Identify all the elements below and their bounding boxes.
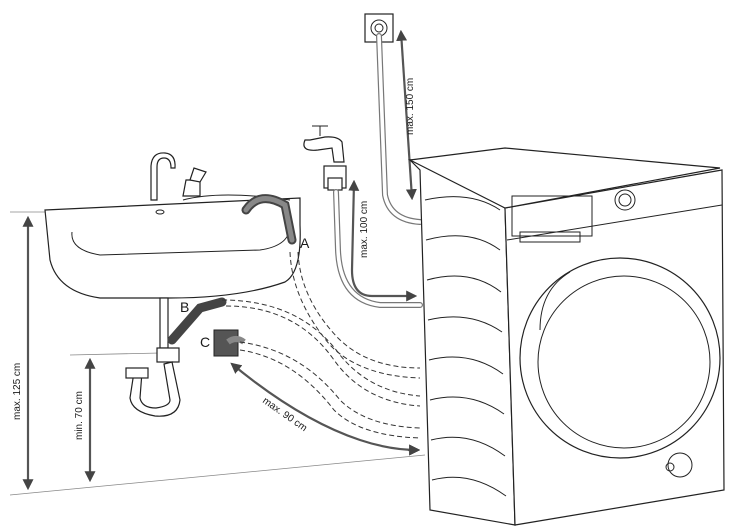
floor-guides [9,211,426,496]
washing-machine-icon [407,147,725,526]
wall-drain-icon [213,329,246,357]
label-max-90: max. 90 cm [260,395,309,434]
point-a-label: A [300,235,310,251]
drain-hose-a [241,194,297,245]
label-max-100: max. 100 cm [359,201,370,258]
tap-icon [303,125,347,191]
sink-icon [44,152,301,417]
arrow-max-150 [396,29,417,201]
label-min-70: min. 70 cm [74,391,85,440]
drain-hose-b [167,297,227,345]
arrow-max-90 [230,362,421,456]
label-max-125: max. 125 cm [12,363,23,420]
inlet-hose [333,189,423,308]
point-c-label: C [200,334,210,350]
label-max-150: max. 150 cm [405,78,416,135]
point-b-label: B [180,299,189,315]
arrow-max-100 [348,179,418,302]
